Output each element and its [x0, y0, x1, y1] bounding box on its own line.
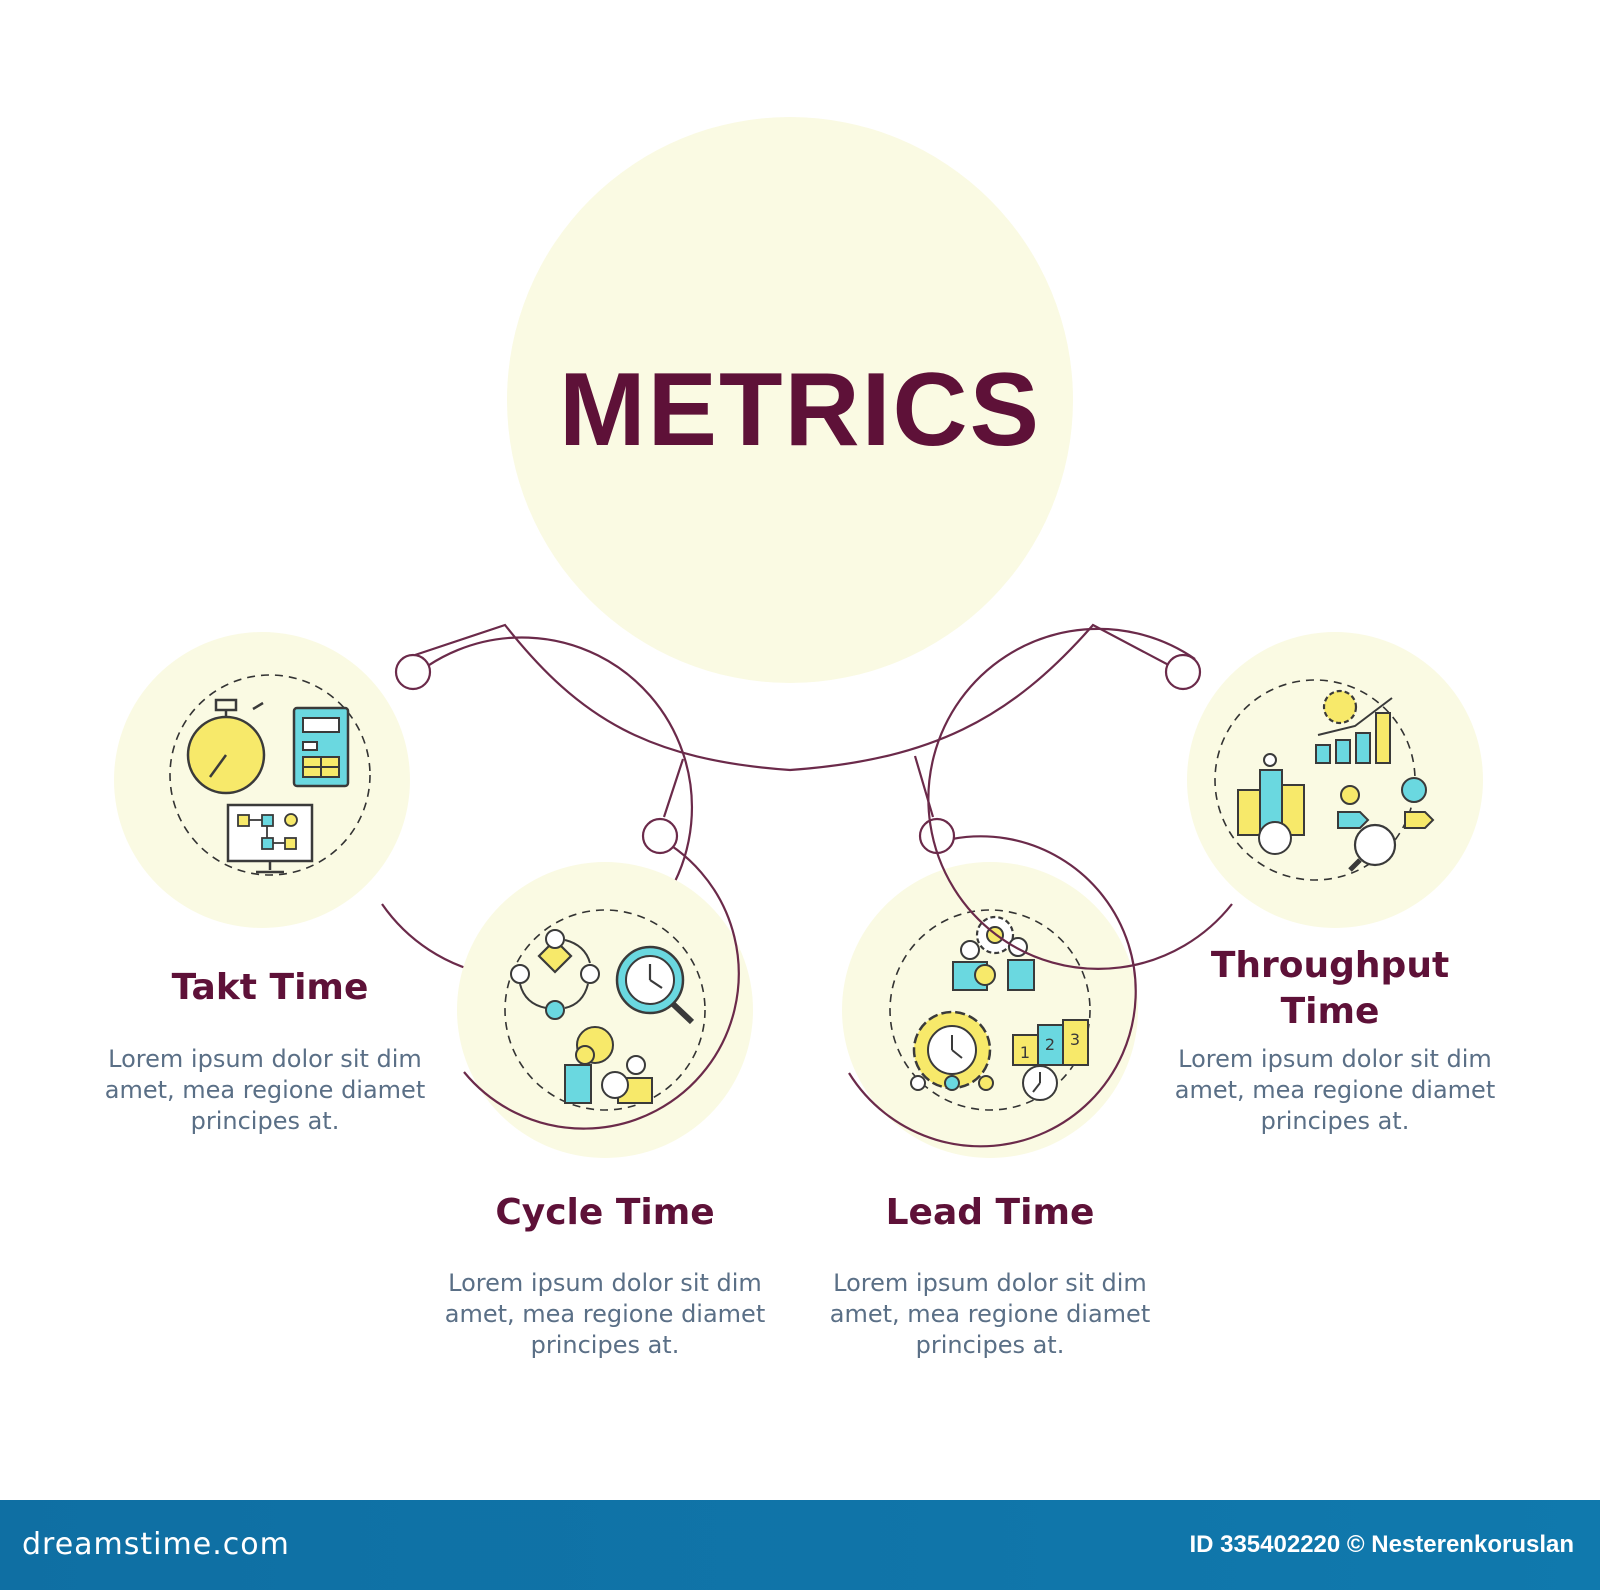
- process-search-icon: [1337, 777, 1435, 872]
- footer-credit: ID 335402220 © Nesterenkoruslan: [1189, 1531, 1574, 1558]
- connector-stem-cycle: [662, 758, 685, 818]
- gear-clock-icon: [910, 1010, 994, 1091]
- throughput-circle: [1187, 632, 1483, 928]
- cycle-node: [457, 817, 753, 1158]
- team-gears-icon: [952, 915, 1035, 991]
- throughput-node: [927, 627, 1483, 970]
- cycle-circle: [457, 862, 753, 1158]
- takt-heading: Takt Time: [171, 967, 369, 1008]
- cycle-heading: Cycle Time: [495, 1192, 715, 1233]
- takt-description: Lorem ipsum dolor sit dim amet, mea regi…: [104, 1045, 426, 1135]
- throughput-description: Lorem ipsum dolor sit dim amet, mea regi…: [1174, 1045, 1496, 1135]
- lead-description: Lorem ipsum dolor sit dim amet, mea regi…: [829, 1269, 1151, 1359]
- lead-connector-dot: [918, 817, 956, 855]
- cycle-steps-icon: [510, 929, 600, 1020]
- podium-label-2: 2: [1045, 1035, 1055, 1054]
- podium-clock-icon: 1 2 3: [1012, 1019, 1089, 1101]
- cycle-description: Lorem ipsum dolor sit dim amet, mea regi…: [444, 1269, 766, 1359]
- connector-stem-lead: [913, 755, 935, 818]
- growth-chart-icon: [1315, 689, 1393, 764]
- team-time-icon: [564, 1026, 653, 1104]
- podium-label-1: 1: [1020, 1043, 1030, 1062]
- throughput-heading: Throughput Time: [1210, 945, 1450, 1032]
- cycle-ring: [463, 832, 740, 1130]
- center-circle: [507, 117, 1073, 683]
- magnifier-clock-icon: [615, 945, 695, 1025]
- lead-ring: [848, 835, 1137, 1148]
- flowchart-monitor-icon: [226, 803, 314, 874]
- footer-brand[interactable]: dreamstime.com: [22, 1527, 290, 1562]
- bar-clock-icon: [1237, 753, 1305, 855]
- lead-node: 1 2 3: [842, 817, 1138, 1158]
- connector-line: [414, 623, 1181, 772]
- metrics-diagram: 1 2 3: [114, 117, 1483, 1158]
- cycle-connector-dot: [641, 817, 679, 855]
- podium-label-3: 3: [1070, 1030, 1080, 1049]
- throughput-ring: [927, 627, 1233, 970]
- throughput-connector-dot: [1164, 653, 1202, 691]
- takt-connector-dot: [394, 653, 432, 691]
- stopwatch-icon: [186, 698, 266, 795]
- lead-heading: Lead Time: [885, 1192, 1095, 1233]
- calculator-icon: [292, 706, 350, 788]
- footer-bar: dreamstime.com ID 335402220 © Nesterenko…: [0, 1500, 1600, 1590]
- page-title: METRICS: [559, 352, 1041, 468]
- takt-circle: [114, 632, 410, 928]
